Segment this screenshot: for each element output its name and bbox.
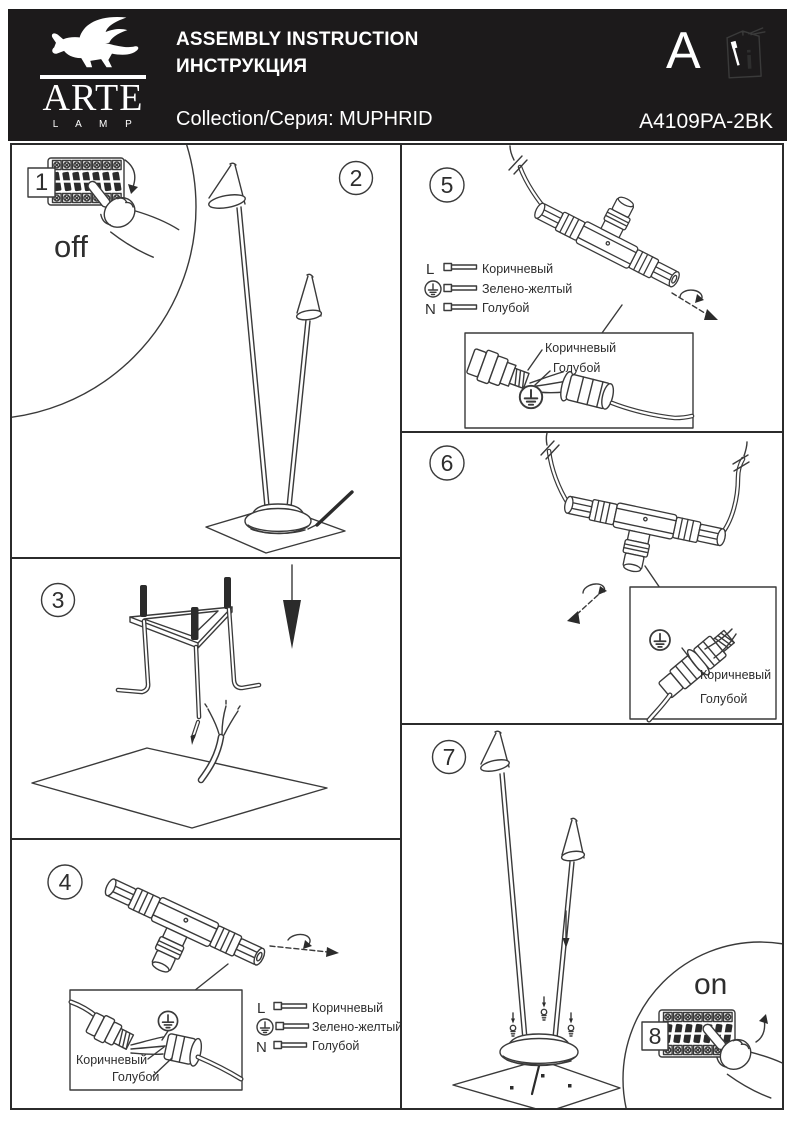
panel-step-5: 5 [402,145,782,433]
step6-number-circle [429,445,465,481]
step7-number-circle [431,739,467,775]
t-connector [534,196,680,288]
logo-divider [40,75,146,79]
step-4-drawing: 4 [47,864,400,1091]
panel-step-3: 3 [12,559,402,840]
step6-number: 6 [441,450,454,476]
instruction-panels: 1 off 2 [10,143,784,1110]
neutral-letter: N [256,1039,267,1056]
assembled-lamp-drawing [452,730,621,1108]
step4-number: 4 [59,869,72,895]
earth-wire-label: Зелено-желтый [312,1020,400,1034]
step-6-drawing: 6 [429,433,777,723]
header: ARTE L A M P ASSEMBLY INSTRUCTION ИНСТРУ… [8,9,787,141]
t-connector [564,495,726,573]
pointing-hand-icon [702,1023,782,1099]
step-1-2-drawing: 1 off 2 [12,145,374,554]
live-wire-label: Коричневый [482,262,553,276]
step6-inset: Коричневый Голубой [629,586,777,723]
panel-step-1-2: 1 off 2 [12,145,402,559]
earth-ground-icon [157,1010,179,1032]
live-letter: L [257,1000,265,1017]
step4-inset: Коричневый Голубой [68,989,244,1091]
panel-step-7-8: 7 [402,725,782,1108]
brand-name: ARTE [42,77,144,119]
step8-number: 8 [649,1023,662,1049]
screw-icon [540,996,548,1021]
model-number: A4109PA-2BK [639,110,773,133]
earth-wire-label: Зелено-желтый [482,282,572,296]
instruction-booklet-icon: i [726,27,766,79]
step-3-drawing: 3 [31,564,328,829]
pointing-hand-icon [87,180,180,258]
step5-number: 5 [441,172,454,198]
live-wire-label: Коричневый [312,1001,383,1015]
step3-number: 3 [52,587,65,613]
format-letter: A [666,22,701,80]
inset-pointer-line [644,565,661,589]
lamp-assembly-drawing [205,162,354,554]
tripod-frame [115,577,262,745]
inset-blue-label: Голубой [112,1070,159,1084]
brand-subtitle: L A M P [52,118,140,130]
screw-icon [567,1012,575,1037]
neutral-wire-label: Голубой [482,301,529,315]
earth-ground-icon [649,629,671,651]
panel-step-4: 4 [12,840,402,1108]
down-arrow-icon [283,564,301,649]
svg-text:i: i [745,45,754,75]
t-connector [104,878,266,973]
step2-number-circle [338,160,374,196]
step1-number-box [27,167,56,198]
inset-pointer-line [601,304,623,334]
inset-blue-label: Голубой [700,692,747,706]
earth-ground-icon [256,1018,274,1036]
inset-blue-label: Голубой [553,361,600,375]
rotate-arrow-icon [567,583,607,624]
panel-step-6: 6 [402,433,782,725]
step1-number: 1 [35,169,48,196]
screw-icon [509,1012,517,1037]
power-cable [197,699,241,784]
power-off-label: off [54,229,88,264]
earth-ground-icon [424,280,442,298]
step1-zoom-circle [12,145,197,418]
inset-brown-label: Коричневый [700,668,771,682]
brand-logo: ARTE L A M P [30,13,156,130]
circuit-breaker-off [47,157,125,206]
power-on-label: on [694,968,727,1001]
title-en: ASSEMBLY INSTRUCTION [176,29,419,50]
step3-number-circle [40,582,76,618]
live-letter: L [426,261,434,278]
ground-sheet [31,747,328,829]
step2-number: 2 [350,165,363,191]
neutral-letter: N [425,301,436,318]
step7-number: 7 [443,744,456,770]
neutral-wire-label: Голубой [312,1039,359,1053]
earth-ground-icon [518,384,544,410]
step4-number-circle [47,864,83,900]
step-5-drawing: 5 [424,145,718,429]
collection-label: Collection/Серия: MUPHRID [176,108,433,130]
winged-lion-icon [51,17,139,68]
title-ru: ИНСТРУКЦИЯ [176,56,308,77]
step8-number-box [641,1021,669,1051]
switch-up-arrow-icon [755,1014,768,1043]
step8-zoom-circle [622,941,782,1108]
step5-number-circle [429,167,465,203]
inset-brown-label: Коричневый [545,341,616,355]
switch-down-arrow-icon [124,159,138,194]
rotate-arrow-icon [671,289,718,320]
inset-brown-label: Коричневый [76,1053,147,1067]
wire-legend: L Коричневый Зелено-желтый N Голубой [424,261,572,318]
step-7-8-drawing: 7 [431,730,782,1108]
inset-pointer-line [193,963,229,992]
rotate-arrow-icon [269,933,339,957]
step5-inset: Коричневый Голубой [464,332,695,429]
wire-legend: L Коричневый Зелено-желтый N Голубой [256,1000,400,1056]
